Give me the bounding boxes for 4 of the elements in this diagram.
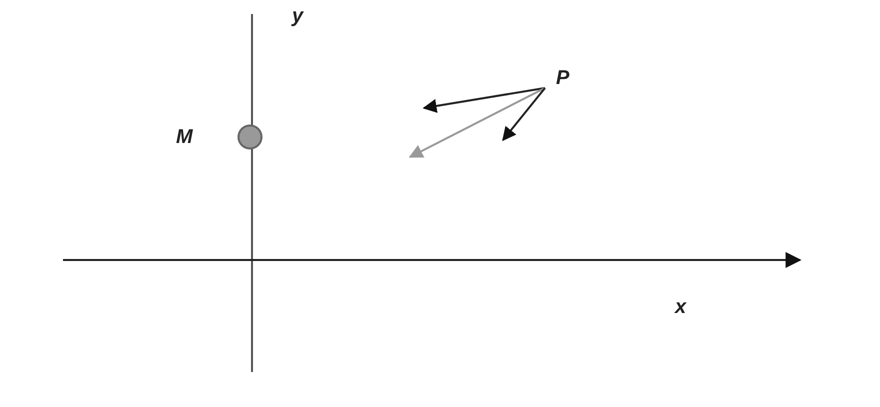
axis-label: y (292, 6, 304, 26)
point-label: M (176, 127, 193, 147)
point-label: P (556, 68, 570, 88)
axis-label: x (675, 297, 686, 317)
